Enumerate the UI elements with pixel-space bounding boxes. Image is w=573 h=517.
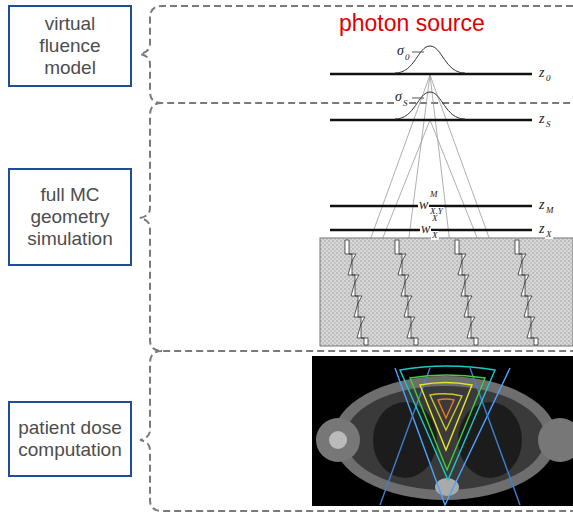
collimator-block xyxy=(320,238,573,346)
symbol-label: 0 xyxy=(404,53,411,62)
source-title: photon source xyxy=(338,12,486,35)
mlc-leaf-gap xyxy=(395,240,418,345)
box-label: virtual fluence model xyxy=(16,13,124,79)
mlc-leaf-gap xyxy=(345,240,538,345)
bracket xyxy=(140,6,573,511)
mlc-leaf-gap xyxy=(455,240,478,345)
symbol-label: S xyxy=(545,120,552,129)
process-box: full MC geometry simulation xyxy=(8,168,132,266)
box-label: full MC geometry simulation xyxy=(16,184,124,250)
symbol-label: X xyxy=(431,231,439,240)
process-box: patient dose computation xyxy=(8,401,132,477)
symbol-label: X xyxy=(431,214,439,223)
process-box: virtual fluence model xyxy=(8,5,132,87)
gaussian-profile xyxy=(395,46,465,119)
box-label: patient dose computation xyxy=(16,417,124,461)
symbol-label: 0 xyxy=(545,74,552,83)
symbol-label: S xyxy=(402,99,409,108)
symbol-label: M xyxy=(429,190,439,199)
symbol-label: w xyxy=(420,222,431,236)
plane-line xyxy=(330,74,532,230)
mlc-leaf-gap xyxy=(515,240,538,345)
symbol-label: M xyxy=(545,206,555,215)
mlc-leaf-gap xyxy=(345,240,368,345)
symbol-label: w xyxy=(418,198,429,212)
symbol-label: X xyxy=(545,230,553,239)
ct-image xyxy=(312,356,573,506)
